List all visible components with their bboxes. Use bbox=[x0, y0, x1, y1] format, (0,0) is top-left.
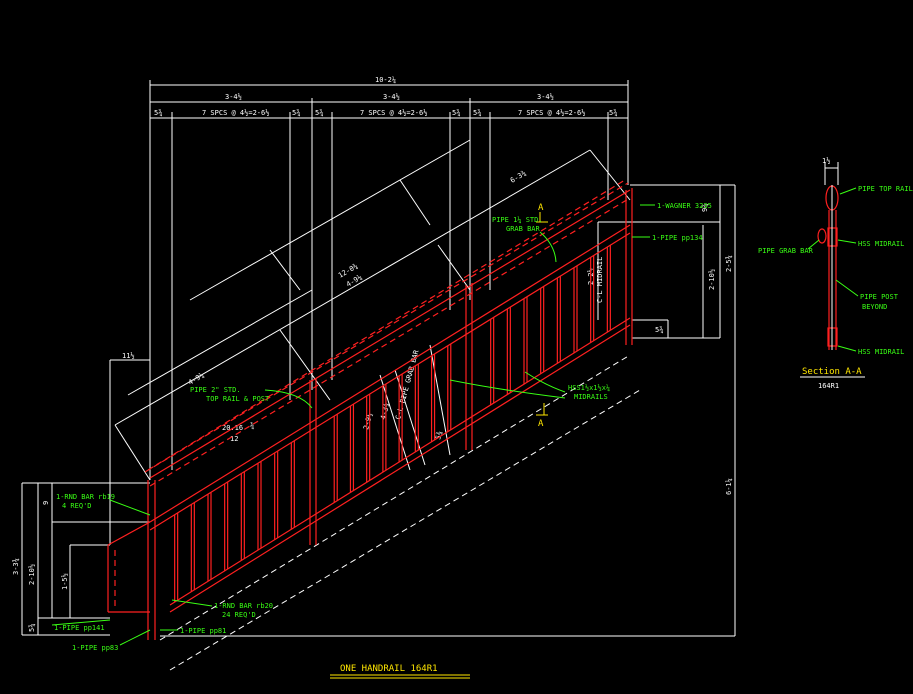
dim-inclined-midrail: C-L MIDRAIL bbox=[596, 257, 604, 303]
dim-slope-top: 6-3¾ bbox=[509, 169, 528, 184]
dim-ratio-tag: ¾ bbox=[250, 422, 254, 430]
label-rnd-bar-rb20-2: 24 REQ'D bbox=[222, 611, 256, 619]
dim-spcs-3: 7 SPCS @ 4½=2-6½ bbox=[518, 109, 585, 117]
dim-spcs-1: 7 SPCS @ 4½=2-6½ bbox=[202, 109, 269, 117]
label-top-rail-1: PIPE 2" STD. bbox=[190, 386, 241, 394]
dim-left-e: 5¾ bbox=[28, 624, 36, 632]
section-dim-top: 1½ bbox=[822, 157, 830, 165]
dim-left-a: 9 bbox=[42, 501, 50, 505]
rnd-bar-pickets bbox=[174, 245, 611, 603]
drawing-title: ONE HANDRAIL 164R1 bbox=[340, 664, 438, 674]
label-hss-1: HSS1½x1½x¼ bbox=[568, 384, 610, 392]
inclined-dimensions bbox=[21, 139, 736, 637]
dim-ratio-b: 12 bbox=[230, 435, 238, 443]
section-label-top-rail: PIPE TOP RAIL bbox=[858, 185, 913, 193]
dim-right-far: 6-1¼ bbox=[725, 478, 733, 495]
dim-end-r2: 5¾ bbox=[452, 109, 460, 117]
section-markers bbox=[536, 212, 548, 416]
label-pipe-pp83: 1-PIPE pp83 bbox=[72, 644, 118, 652]
section-a-a bbox=[800, 162, 865, 378]
label-pipe-pp141: 1-PIPE pp141 bbox=[54, 624, 105, 632]
section-label-hss-midrail-2: HSS MIDRAIL bbox=[858, 348, 904, 356]
dim-span-3: 3-4½ bbox=[537, 93, 554, 101]
label-rnd-bar-rb20-1: 1-RND BAR rb20 bbox=[214, 602, 273, 610]
label-rnd-bar-rb19-2: 4 REQ'D bbox=[62, 502, 92, 510]
dim-left-c: 2-10½ bbox=[28, 564, 36, 585]
label-hss-2: MIDRAILS bbox=[574, 393, 608, 401]
label-top-rail-2: TOP RAIL & POST bbox=[206, 395, 270, 403]
dim-left-b: 1-5½ bbox=[61, 573, 69, 590]
label-pipe-pp81: 1-PIPE pp81 bbox=[180, 627, 226, 635]
label-wagner: 1-WAGNER 3235 bbox=[657, 202, 712, 210]
dim-end-l3: 5¾ bbox=[473, 109, 481, 117]
dim-end-r3: 5¾ bbox=[609, 109, 617, 117]
section-mark-a-top: A bbox=[538, 203, 544, 213]
label-pipe-pp134: 1-PIPE pp134 bbox=[652, 234, 703, 242]
handrail-assembly bbox=[107, 179, 641, 671]
dim-end-l1: 5¾ bbox=[154, 109, 162, 117]
dim-left-top: 11½ bbox=[122, 352, 135, 360]
dim-right-b: 2-10½ bbox=[708, 269, 716, 290]
dim-end-l2: 5¾ bbox=[315, 109, 323, 117]
dim-slope-left: 4-9¼ bbox=[187, 371, 206, 386]
dim-span-2: 3-4½ bbox=[383, 93, 400, 101]
dim-mid-e: 5¾ bbox=[434, 430, 444, 440]
dim-overall: 10-2¼ bbox=[375, 76, 396, 84]
label-grab-bar-2: GRAB BAR bbox=[506, 225, 541, 233]
dim-mid-c: 4-3¾ bbox=[379, 402, 391, 420]
label-rnd-bar-rb19-1: 1-RND BAR rb19 bbox=[56, 493, 115, 501]
section-label-post-1: PIPE POST bbox=[860, 293, 899, 301]
dim-right-c: 5¾ bbox=[655, 326, 663, 334]
dim-right-a: 2-5¾ bbox=[725, 255, 733, 272]
dim-end-r1: 5¾ bbox=[292, 109, 300, 117]
dim-left-d: 3-3¾ bbox=[12, 558, 20, 575]
section-label-grab-bar: PIPE GRAB BAR bbox=[758, 247, 814, 255]
dim-span-1: 3-4½ bbox=[225, 93, 242, 101]
section-title: Section A-A bbox=[802, 367, 862, 377]
section-label-post-2: BEYOND bbox=[862, 303, 887, 311]
leaders bbox=[51, 204, 655, 646]
section-mark-a-bottom: A bbox=[538, 419, 544, 429]
label-grab-bar-1: PIPE 1¼ STD. bbox=[492, 216, 543, 224]
dim-spcs-2: 7 SPCS @ 4½=2-6½ bbox=[360, 109, 427, 117]
dim-mid-d: 2-9½ bbox=[362, 412, 374, 430]
dim-right-top: 9¾ bbox=[701, 204, 709, 212]
section-ref: 164R1 bbox=[818, 382, 839, 390]
top-dimensions bbox=[149, 80, 629, 480]
section-label-hss-midrail: HSS MIDRAIL bbox=[858, 240, 904, 248]
